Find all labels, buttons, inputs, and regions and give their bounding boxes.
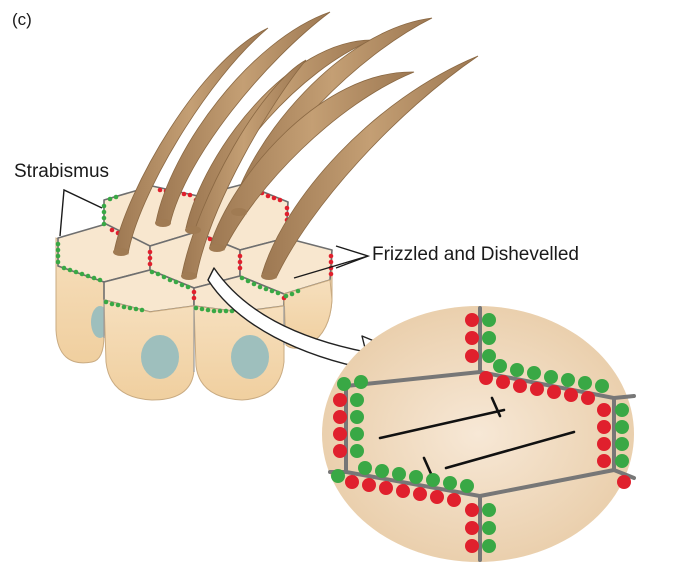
strabismus-leader [59, 188, 103, 237]
panel-label: (c) [12, 10, 32, 29]
stereocilia-bundles [113, 11, 479, 279]
strabismus-label: Strabismus [14, 161, 110, 182]
zoom-circle [322, 306, 634, 562]
frizzled-leader-upper [335, 245, 371, 269]
nucleus-front-right [231, 335, 269, 379]
zoom-red-dots [333, 313, 631, 553]
stereocilium-1 [113, 27, 269, 255]
stereocilium-6 [209, 71, 415, 251]
frizzled-leader-lower [293, 255, 369, 279]
polarity-bars [378, 396, 576, 478]
stereocilium-2 [155, 11, 331, 225]
frizzled-dishevelled-label: Frizzled and Dishevelled [372, 244, 579, 265]
stereocilia-bases [113, 208, 277, 280]
magnified-junction-view [322, 306, 636, 562]
hair-cell-cluster [55, 11, 479, 401]
nucleus-front-left [141, 335, 179, 379]
leader-lines [59, 188, 371, 279]
stereocilium-5 [181, 59, 307, 279]
stereocilium-7 [261, 55, 479, 279]
zoom-green-dots [331, 313, 629, 553]
